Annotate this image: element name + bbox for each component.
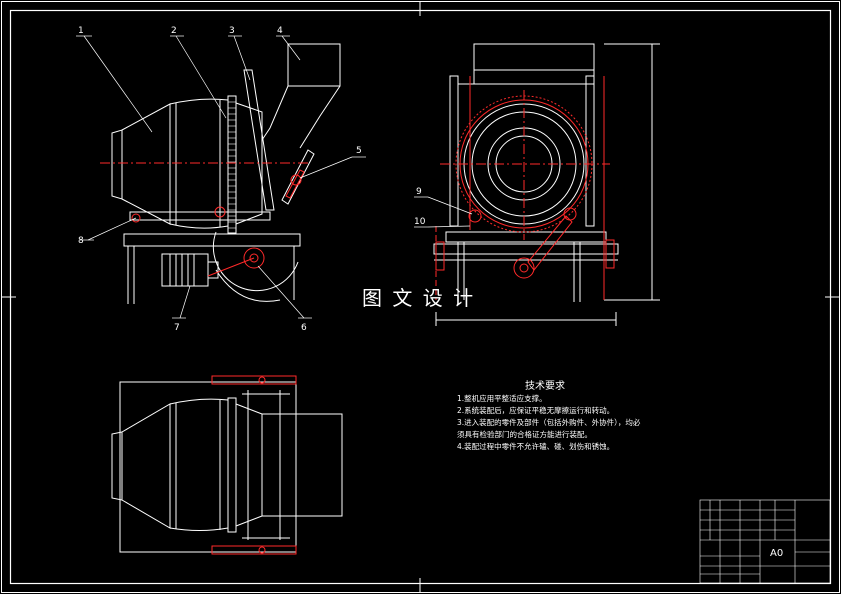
technical-requirements-title: 技术要求 (525, 381, 565, 392)
side-view-part-labels: 9 10 (414, 187, 426, 227)
technical-requirement-item: 3.进入装配的零件及部件（包括外购件、外协件），均必 (457, 418, 641, 427)
part-label-3: 3 (229, 26, 235, 36)
watermark: 图 文 设 计 (362, 286, 475, 310)
part-label-10: 10 (414, 217, 426, 227)
part-label-4: 4 (277, 26, 283, 36)
technical-requirements-list: 1.整机应用平整适应支撑。 2.系统装配后，应保证平稳无摩擦运行和转动。 3.进… (457, 393, 677, 453)
part-label-6: 6 (301, 323, 307, 333)
part-label-7: 7 (174, 323, 180, 333)
front-view (111, 43, 341, 304)
part-label-5: 5 (356, 146, 362, 156)
title-block-scale-code: A0 (770, 548, 783, 559)
technical-requirement-item: 2.系统装配后，应保证平稳无摩擦运行和转动。 (457, 406, 615, 415)
part-label-9: 9 (416, 187, 422, 197)
front-view-part-labels: 1 2 3 4 5 6 7 8 (78, 26, 362, 333)
part-label-8: 8 (78, 236, 84, 246)
title-block (699, 499, 831, 584)
technical-requirement-item: 4.装配过程中零件不允许磕、碰、划伤和锈蚀。 (457, 442, 615, 451)
technical-requirement-item: 1.整机应用平整适应支撑。 (457, 394, 547, 403)
top-view-red-parts (211, 375, 297, 555)
part-label-2: 2 (171, 26, 177, 36)
side-view-leaders (414, 196, 473, 228)
part-label-1: 1 (78, 26, 84, 36)
top-view (111, 381, 343, 553)
side-view (433, 43, 660, 326)
front-view-leaders (76, 35, 366, 319)
technical-requirement-item: 须具有检验部门的合格证方能进行装配。 (457, 430, 592, 439)
side-view-red-parts (435, 76, 615, 300)
front-view-red-parts (100, 162, 310, 277)
